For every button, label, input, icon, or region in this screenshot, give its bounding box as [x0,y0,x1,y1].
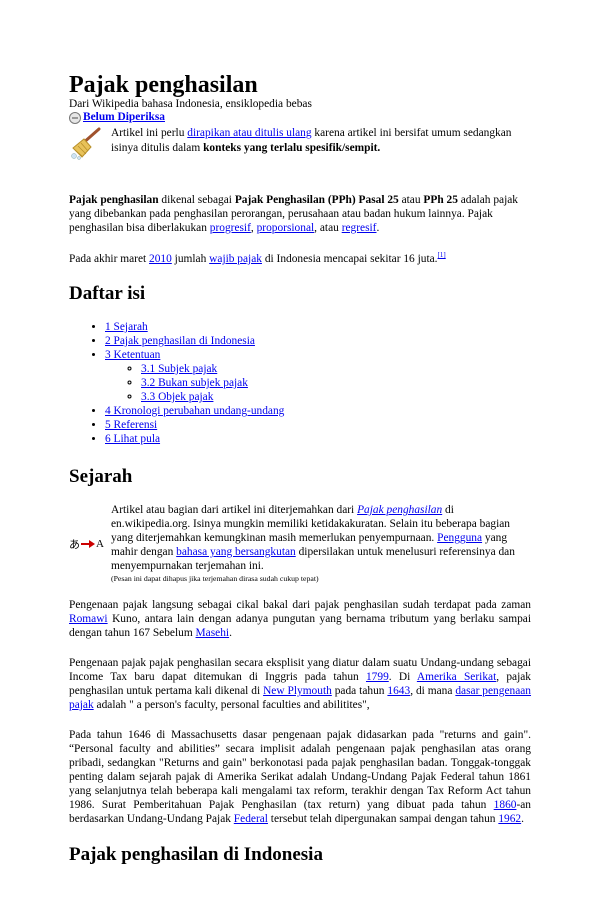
link-progresif[interactable]: progresif [209,222,251,234]
link-2010[interactable]: 2010 [149,253,172,265]
article-content: Pajak penghasilan Dari Wikipedia bahasa … [69,72,531,866]
sejarah-paragraph-3: Pada tahun 1646 di Massachusetts dasar p… [69,729,531,825]
link-romawi[interactable]: Romawi [69,613,108,625]
cleanup-notice: Artikel ini perlu dirapikan atau ditulis… [69,126,531,165]
link-federal[interactable]: Federal [233,813,268,825]
link-bahasa-bersangkutan[interactable]: bahasa yang bersangkutan [176,546,296,558]
toc-item-lihat-pula[interactable]: 6 Lihat pula [105,433,161,445]
intro-paragraph: Pajak penghasilan dikenal sebagai Pajak … [69,194,518,234]
section-heading-indonesia: Pajak penghasilan di Indonesia [69,844,323,865]
toc-heading: Daftar isi [69,283,146,304]
arrow-right-icon [81,539,95,548]
toc-item-ketentuan[interactable]: 3 Ketentuan [105,349,161,361]
toc-item-indonesia[interactable]: 2 Pajak penghasilan di Indonesia [105,335,255,347]
link-1860[interactable]: 1860 [493,799,517,811]
link-wajib-pajak[interactable]: wajib pajak [209,253,262,265]
link-amerika-serikat[interactable]: Amerika Serikat [416,671,497,683]
toc-item-objek-pajak[interactable]: 3.3 Objek pajak [141,391,214,403]
link-regresif[interactable]: regresif [341,222,377,234]
section-heading-sejarah: Sejarah [69,466,133,487]
toc-item-sejarah[interactable]: 1 Sejarah [105,321,148,333]
unreviewed-circle-icon [69,111,81,124]
toc-item-bukan-subjek-pajak[interactable]: 3.2 Bukan subjek pajak [141,377,248,389]
cleanup-link[interactable]: dirapikan atau ditulis ulang [187,127,312,139]
table-of-contents: 1 Sejarah 2 Pajak penghasilan di Indones… [69,320,531,446]
taxpayer-paragraph: Pada akhir maret 2010 jumlah wajib pajak… [69,251,446,265]
sejarah-paragraph-2: Pengenaan pajak pajak penghasilan secara… [69,657,532,711]
reference-1[interactable]: [1] [437,251,446,260]
link-en-pajak-penghasilan[interactable]: Pajak penghasilan [357,504,443,516]
toc-item-subjek-pajak[interactable]: 3.1 Subjek pajak [141,363,218,375]
review-status-link[interactable]: Belum Diperiksa [83,111,165,123]
review-status: Belum Diperiksa [69,111,531,124]
toc-item-referensi[interactable]: 5 Referensi [105,419,158,431]
broom-icon [71,127,101,160]
link-dasar-pengenaan-pajak[interactable]: dasar pengenaan pajak [69,685,532,711]
translation-icon: あ A [69,537,104,551]
link-1799[interactable]: 1799 [365,671,389,683]
link-1643[interactable]: 1643 [387,685,411,697]
page-subtitle: Dari Wikipedia bahasa Indonesia, ensiklo… [69,98,312,110]
translation-text: Artikel atau bagian dari artikel ini dit… [111,503,531,584]
link-new-plymouth[interactable]: New Plymouth [263,685,332,697]
toc-item-kronologi[interactable]: 4 Kronologi perubahan undang-undang [105,405,285,417]
translation-notice: あ A Artikel atau bagian dari artikel ini… [69,503,531,584]
translation-footnote: (Pesan ini dapat dihapus jika terjemahan… [111,574,319,583]
link-1962[interactable]: 1962 [498,813,522,825]
page-title: Pajak penghasilan [69,72,258,98]
link-masehi[interactable]: Masehi [195,627,230,639]
link-pengguna[interactable]: Pengguna [437,532,483,544]
link-proporsional[interactable]: proporsional [256,222,315,234]
cleanup-text: Artikel ini perlu dirapikan atau ditulis… [111,127,512,154]
sejarah-paragraph-1: Pengenaan pajak langsung sebagai cikal b… [69,599,531,639]
